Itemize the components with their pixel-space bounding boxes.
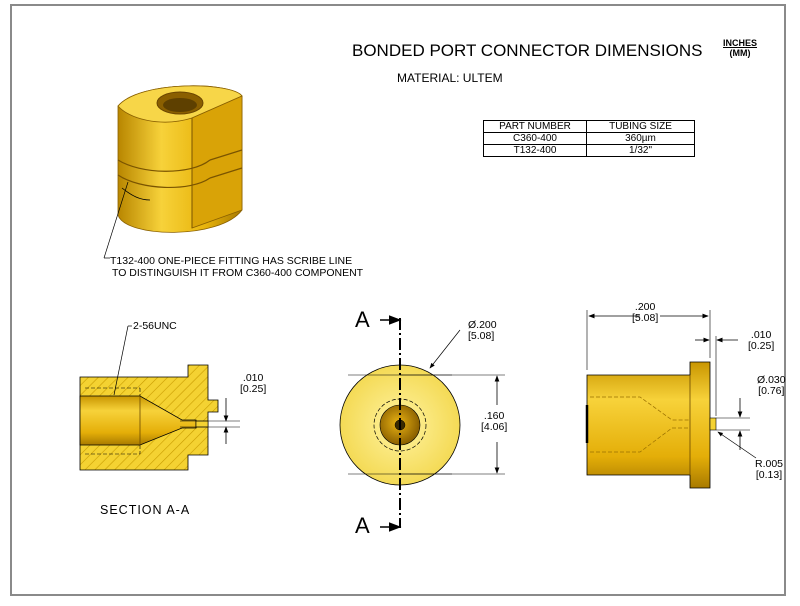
table-row: C360-400 360µm: [483, 132, 695, 145]
side-length-mm: [5.08]: [632, 312, 659, 324]
side-length-inches: .200: [634, 301, 656, 313]
front-diameter-inches: Ø.200: [468, 319, 497, 331]
side-bore-dimension: Ø.030 [0.76]: [757, 375, 786, 397]
side-radius-mm: [0.13]: [755, 469, 783, 481]
front-height-mm: [4.06]: [481, 421, 508, 433]
side-bore-mm: [0.76]: [758, 385, 785, 397]
note-line-2: TO DISTINGUISH IT FROM C360-400 COMPONEN…: [112, 267, 364, 279]
material-label: MATERIAL: ULTEM: [397, 71, 503, 85]
section-view: [79, 325, 240, 471]
parts-table: PART NUMBER TUBING SIZE C360-400 360µm T…: [483, 120, 695, 157]
units-primary: INCHES: [723, 38, 758, 48]
front-diameter-mm: [5.08]: [468, 330, 495, 342]
side-view: [585, 310, 757, 489]
note-line-1: T132-400 ONE-PIECE FITTING HAS SCRIBE LI…: [110, 255, 353, 267]
side-length-dimension: .200 [5.08]: [632, 302, 658, 324]
cell-tubing-size: 360µm: [586, 132, 695, 145]
side-tip-inches: .010: [750, 329, 772, 341]
cut-label-bottom: A: [355, 513, 370, 538]
section-gap-dimension: .010 [0.25]: [240, 373, 266, 395]
units-legend: INCHES (MM): [723, 38, 757, 58]
front-view: [339, 315, 505, 532]
side-tip-mm: [0.25]: [748, 340, 775, 352]
drawing-frame: [10, 4, 786, 596]
front-height-dimension: .160 [4.06]: [481, 411, 507, 433]
table-header-row: PART NUMBER TUBING SIZE: [483, 120, 695, 133]
scribe-line-note: T132-400 ONE-PIECE FITTING HAS SCRIBE LI…: [110, 255, 363, 279]
cell-tubing-size: 1/32": [586, 144, 695, 157]
cut-label-top: A: [355, 307, 370, 332]
header-tubing-size: TUBING SIZE: [586, 120, 695, 133]
cell-part-number: T132-400: [483, 144, 587, 157]
units-secondary: (MM): [729, 48, 751, 58]
section-gap-mm: [0.25]: [240, 383, 267, 395]
table-row: T132-400 1/32": [483, 144, 695, 157]
section-gap-inches: .010: [242, 372, 264, 384]
side-radius-dimension: R.005 [0.13]: [755, 459, 783, 481]
drawing-title: BONDED PORT CONNECTOR DIMENSIONS: [352, 41, 703, 60]
side-tip-dimension: .010 [0.25]: [748, 330, 774, 352]
header-part-number: PART NUMBER: [483, 120, 587, 133]
front-height-inches: .160: [483, 410, 505, 422]
iso-view: [103, 85, 243, 259]
side-bore-inches: Ø.030: [757, 374, 786, 386]
thread-label: 2-56UNC: [133, 320, 177, 332]
cell-part-number: C360-400: [483, 132, 587, 145]
section-caption: SECTION A-A: [100, 503, 191, 517]
front-diameter-dimension: Ø.200 [5.08]: [468, 320, 497, 342]
side-radius-inches: R.005: [755, 458, 784, 470]
